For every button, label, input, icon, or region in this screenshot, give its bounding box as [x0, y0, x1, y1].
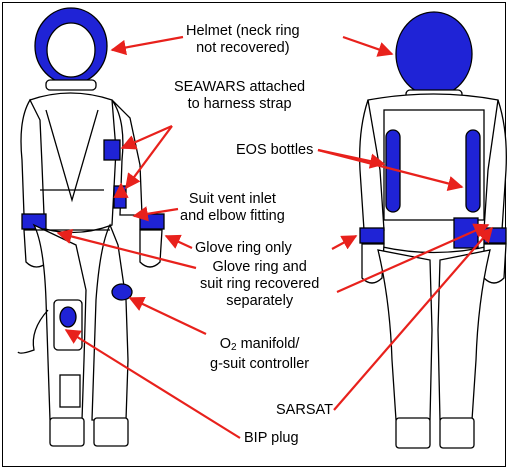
- front-right-glove: [140, 230, 162, 267]
- back-right-leg: [438, 250, 490, 420]
- label-helmet: Helmet (neck ring not recovered): [186, 23, 300, 57]
- front-left-cuff: [22, 214, 46, 229]
- front-visor: [47, 23, 95, 77]
- front-right-cuff: [140, 214, 164, 229]
- front-suit: [18, 8, 164, 446]
- label-seawars: SEAWARS attached to harness strap: [174, 79, 305, 113]
- arrow-glove-only-back: [332, 236, 356, 249]
- front-left-boot: [50, 418, 84, 446]
- arrow-glove-only-front: [166, 236, 192, 248]
- neck-ring: [46, 80, 96, 90]
- label-glove-ring-only: Glove ring only: [195, 240, 292, 257]
- back-right-cuff: [484, 228, 506, 243]
- sarsat-unit: [454, 218, 478, 248]
- front-right-boot: [94, 418, 128, 446]
- eos-bottle-right: [466, 130, 480, 212]
- arrow-o2: [130, 298, 206, 334]
- label-eos-bottles: EOS bottles: [236, 142, 313, 159]
- label-glove-and-suit-ring: Glove ring and suit ring recovered separ…: [200, 259, 319, 310]
- back-left-cuff: [360, 228, 384, 243]
- back-suit: [360, 12, 507, 448]
- label-o2-manifold: O2 manifold/ g-suit controller: [210, 336, 309, 373]
- back-left-leg: [378, 250, 432, 420]
- front-right-leg: [92, 225, 128, 420]
- seawars-unit: [104, 140, 120, 160]
- arrow-helmet-back: [343, 37, 392, 54]
- back-helmet: [396, 12, 472, 96]
- knee-pad: [60, 375, 80, 407]
- arrow-helmet-front: [112, 37, 183, 50]
- label-bip-plug: BIP plug: [244, 430, 299, 447]
- label-sarsat: SARSAT: [276, 402, 333, 419]
- bip-plug: [60, 307, 76, 327]
- label-suit-vent: Suit vent inlet and elbow fitting: [180, 191, 285, 225]
- o2-manifold: [112, 284, 132, 300]
